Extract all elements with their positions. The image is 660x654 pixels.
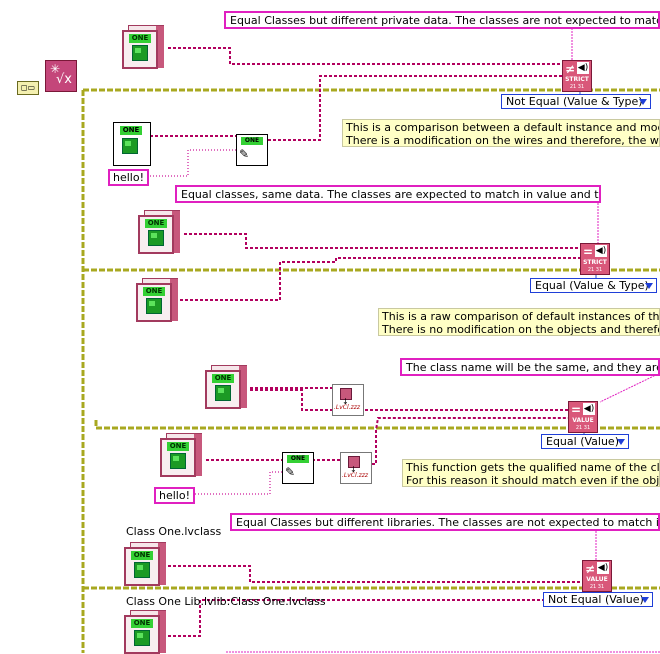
class-one-constant[interactable]: ONE <box>124 542 166 586</box>
value-label: VALUE <box>572 417 594 424</box>
hello-string-constant[interactable]: hello! <box>154 487 195 504</box>
cube-icon <box>215 385 231 401</box>
comparison-mode-select-4[interactable]: Not Equal (Value) <box>543 592 653 607</box>
comparison-mode-select-3-value: Equal (Value) <box>546 435 619 448</box>
class-one-constant[interactable]: ONE <box>205 365 247 409</box>
class-tag: ONE <box>131 551 153 560</box>
class-one-constant[interactable]: ONE <box>160 433 202 477</box>
sqrt-icon: √x <box>56 72 72 87</box>
hello-string-value: hello! <box>113 171 144 184</box>
class-tag: ONE <box>120 126 142 135</box>
note-qualified-name: This function gets the qualified name of… <box>402 459 660 487</box>
pencil-icon: ✎ <box>285 465 296 479</box>
comment-class-name-text: The class name will be the same, and the… <box>406 361 660 374</box>
write-class-data-node[interactable]: ONE ✎ <box>282 452 314 484</box>
class-box-icon <box>348 456 360 468</box>
terminal-numbers: 21 31 <box>589 584 605 590</box>
note-default-instance: This is a comparison between a default i… <box>342 119 660 147</box>
cube-icon <box>170 453 186 469</box>
terminal-numbers: 21 31 <box>575 425 591 431</box>
hello-string-value: hello! <box>159 489 190 502</box>
class-one-control[interactable]: ONE <box>113 122 151 166</box>
note-default-instance-line2: There is a modification on the wires and… <box>346 134 660 147</box>
arrow-down-icon: ↓ <box>350 465 357 474</box>
class-tag: ONE <box>131 619 153 628</box>
equal-strict-node[interactable]: = ◀) STRICT 21 31 <box>580 243 610 275</box>
not-equal-value-node[interactable]: ≠ ◀) VALUE 21 31 <box>582 560 612 592</box>
arrow-down-icon: ↓ <box>342 397 349 406</box>
comparison-mode-select-4-value: Not Equal (Value) <box>548 593 644 606</box>
speaker-icon: ◀) <box>577 62 589 74</box>
comparison-mode-select-1[interactable]: Not Equal (Value & Type) <box>501 94 651 109</box>
class-one-lib-label: Class One Lib.lvlib:Class One.lvclass <box>126 595 326 608</box>
note-qualified-name-line2: For this reason it should match even if … <box>406 474 660 487</box>
lvcl-label: .LvCl.zzz <box>334 404 361 411</box>
comment-private-data-text: Equal Classes but different private data… <box>230 14 660 27</box>
note-raw-comparison-line2: There is no modification on the objects … <box>382 323 660 336</box>
terminal-numbers: 21 31 <box>587 267 603 273</box>
strict-label: STRICT <box>583 259 607 266</box>
chevron-down-icon <box>645 283 653 289</box>
class-one-label: Class One.lvclass <box>126 525 222 538</box>
lvcl-label: .LvCl.zzz <box>342 472 369 479</box>
note-raw-comparison-line1: This is a raw comparison of default inst… <box>382 310 660 323</box>
class-tag: ONE <box>143 287 165 296</box>
class-one-constant[interactable]: ONE <box>122 25 164 69</box>
speaker-icon: ◀) <box>597 562 609 574</box>
class-tag: ONE <box>167 442 189 451</box>
not-equal-icon: ≠ <box>565 62 576 76</box>
class-tag: ONE <box>212 374 234 383</box>
class-tag: ONE <box>145 219 167 228</box>
speaker-icon: ◀) <box>583 403 595 415</box>
value-label: VALUE <box>586 576 608 583</box>
cube-icon <box>122 138 138 154</box>
chevron-down-icon <box>641 597 649 603</box>
comparison-mode-select-2-value: Equal (Value & Type) <box>535 279 649 292</box>
equal-value-node[interactable]: = ◀) VALUE 21 31 <box>568 401 598 433</box>
chevron-down-icon <box>639 99 647 105</box>
comparison-mode-select-3[interactable]: Equal (Value) <box>541 434 629 449</box>
comment-private-data: Equal Classes but different private data… <box>224 11 660 29</box>
cube-icon <box>132 45 148 61</box>
equal-icon: = <box>571 403 582 417</box>
comment-different-libraries-text: Equal Classes but different libraries. T… <box>236 516 660 529</box>
class-one-lib-constant[interactable]: ONE <box>124 610 166 654</box>
note-default-instance-line1: This is a comparison between a default i… <box>346 121 660 134</box>
strict-label: STRICT <box>565 76 589 83</box>
comment-same-data-text: Equal classes, same data. The classes ar… <box>181 188 601 201</box>
comment-different-libraries: Equal Classes but different libraries. T… <box>230 513 660 531</box>
get-class-name-node[interactable]: ↓ .LvCl.zzz <box>340 452 372 484</box>
note-qualified-name-line1: This function gets the qualified name of… <box>406 461 660 474</box>
class-box-icon <box>340 388 352 400</box>
cube-icon <box>134 630 150 646</box>
equal-icon: = <box>583 245 594 259</box>
cube-icon <box>146 298 162 314</box>
cube-icon <box>148 230 164 246</box>
not-equal-strict-node[interactable]: ≠ ◀) STRICT 21 31 <box>562 60 592 92</box>
class-tag: ONE <box>287 455 309 463</box>
class-tag: ONE <box>129 34 151 43</box>
not-equal-icon: ≠ <box>585 562 596 576</box>
class-tag: ONE <box>241 137 263 145</box>
comment-class-name: The class name will be the same, and the… <box>400 358 660 376</box>
comparison-mode-select-2[interactable]: Equal (Value & Type) <box>530 278 657 293</box>
comparison-mode-select-1-value: Not Equal (Value & Type) <box>506 95 643 108</box>
speaker-icon: ◀) <box>595 245 607 257</box>
hello-string-constant[interactable]: hello! <box>108 169 149 186</box>
class-one-constant[interactable]: ONE <box>138 210 180 254</box>
asterisk-icon: ✳ <box>50 62 61 76</box>
pencil-icon: ✎ <box>239 147 250 161</box>
reference-icon[interactable]: ◻▭ <box>17 81 39 95</box>
cube-icon <box>134 562 150 578</box>
chevron-down-icon <box>617 439 625 445</box>
terminal-numbers: 21 31 <box>569 84 585 90</box>
test-vi-icon[interactable]: ✳ √x <box>45 60 77 92</box>
note-raw-comparison: This is a raw comparison of default inst… <box>378 308 660 336</box>
get-class-name-node[interactable]: ↓ .LvCl.zzz <box>332 384 364 416</box>
class-one-constant[interactable]: ONE <box>136 278 178 322</box>
write-class-data-node[interactable]: ONE ✎ <box>236 134 268 166</box>
comment-same-data: Equal classes, same data. The classes ar… <box>175 185 601 203</box>
